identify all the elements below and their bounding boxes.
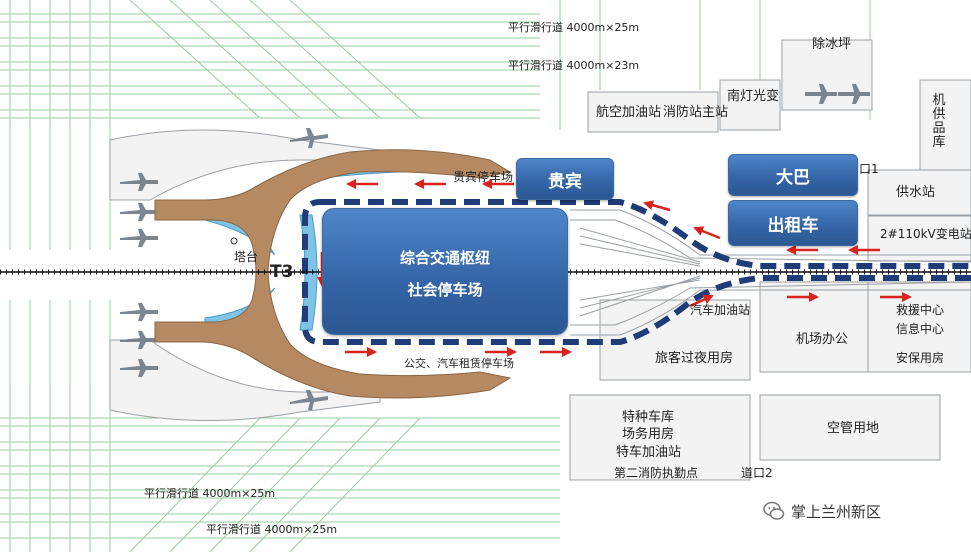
deicing-apron-label: 除冰坪 xyxy=(812,37,852,52)
airport-office-label: 机场办公 xyxy=(796,332,849,347)
traffic-loop-dashed xyxy=(302,199,971,345)
water-supply-label: 供水站 xyxy=(896,185,936,200)
car-fuel-label: 汽车加油站 xyxy=(690,303,751,317)
airport-warehouse-label: 机供品库 xyxy=(932,93,946,150)
taxiway-top-2-label: 平行滑行道 4000m×23m xyxy=(508,59,640,72)
taxiway-grid xyxy=(0,0,871,552)
terminal-building xyxy=(154,149,512,399)
taxiway-bottom-2-label: 平行滑行道 4000m×25m xyxy=(206,523,338,536)
tower-label: 塔台 xyxy=(234,250,259,264)
vip-parking-label: 贵宾停车场 xyxy=(453,170,514,184)
wechat-icon xyxy=(763,501,785,520)
terminal-label: T3 xyxy=(270,262,294,282)
bus-taxi-parking-label: 公交、汽车租赁停车场 xyxy=(404,357,514,370)
taxiway-bottom-1-label: 平行滑行道 4000m×25m xyxy=(144,487,276,500)
gate1-label: 口1 xyxy=(859,162,879,176)
watermark: 掌上兰州新区 xyxy=(763,498,963,524)
road-corridor xyxy=(570,209,971,336)
taxi-zone: 出租车 xyxy=(728,200,858,246)
aviation-fuel-label: 航空加油站 xyxy=(596,105,662,120)
gate2-label: 道口2 xyxy=(741,466,773,480)
hub-title-line2: 社会停车场 xyxy=(407,281,483,299)
vip-zone: 贵宾 xyxy=(516,158,614,200)
atc-land-label: 空管用地 xyxy=(827,421,880,436)
security-housing-label: 安保用房 xyxy=(896,351,945,365)
aprons xyxy=(109,39,971,481)
parked-aircraft xyxy=(120,84,870,410)
bus-zone: 大巴 xyxy=(728,154,858,196)
rescue-center-label: 救援中心 xyxy=(896,303,945,317)
hub-title-line1: 综合交通枢纽 xyxy=(399,249,490,267)
special-fuel-label: 特车加油站 xyxy=(616,445,682,460)
south-light-label: 南灯光变 xyxy=(727,89,780,104)
substation-label: 2#110kV变电站 xyxy=(880,227,971,241)
field-service-label: 场务用房 xyxy=(622,427,675,442)
special-garage-label: 特种车库 xyxy=(622,410,675,425)
overnight-housing-label: 旅客过夜用房 xyxy=(655,351,734,366)
fire-main-label: 消防站主站 xyxy=(663,105,729,120)
tower-marker xyxy=(230,237,238,245)
traffic-arrows xyxy=(317,179,912,357)
info-center-label: 信息中心 xyxy=(896,322,945,336)
second-fire-label: 第二消防执勤点 xyxy=(614,466,699,480)
watermark-text: 掌上兰州新区 xyxy=(791,502,882,521)
taxiway-top-1-label: 平行滑行道 4000m×25m xyxy=(508,21,640,34)
transport-hub-zone: 综合交通枢纽 社会停车场 xyxy=(322,208,568,335)
